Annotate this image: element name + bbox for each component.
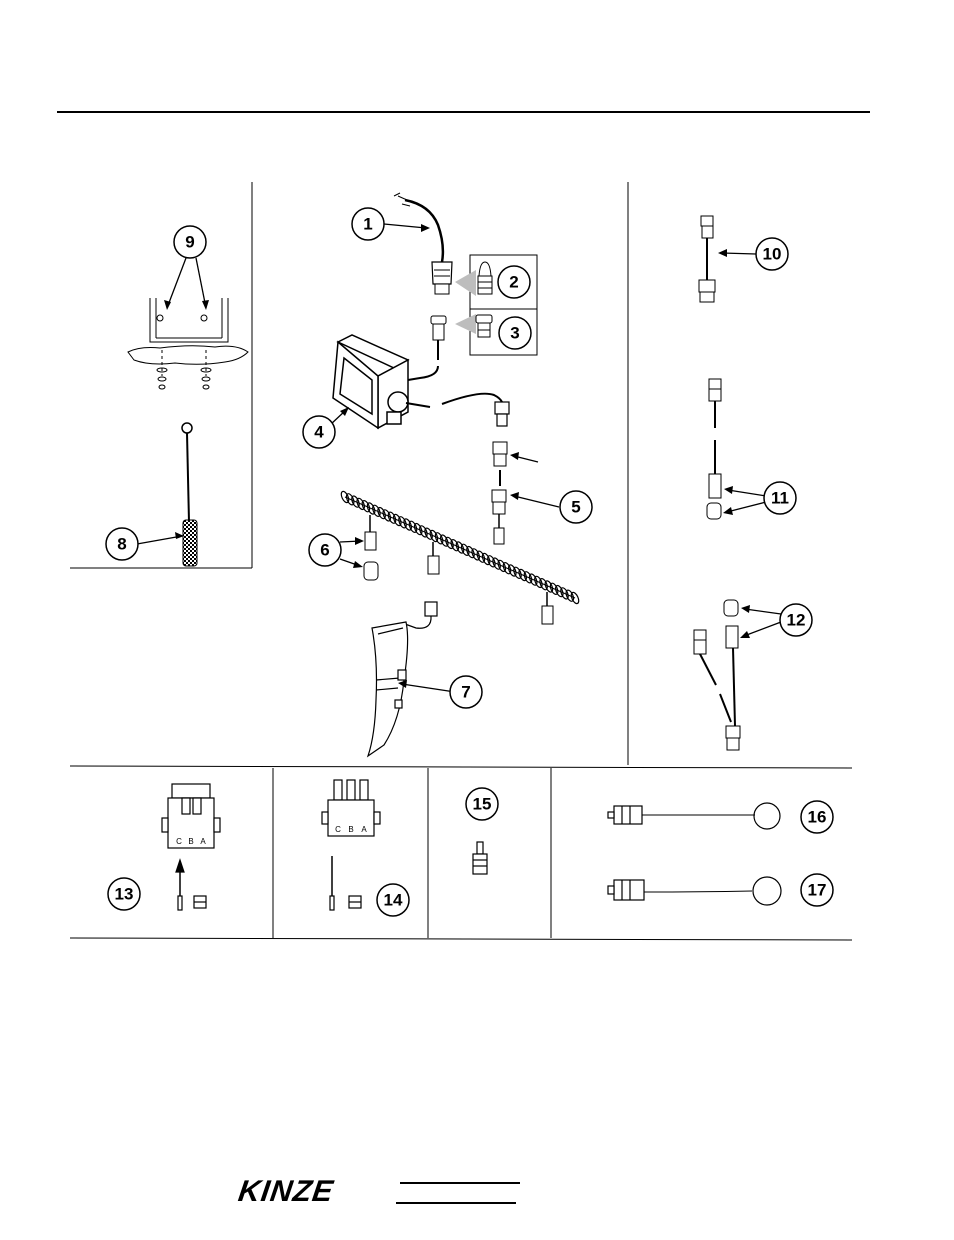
arrowhead-6a	[355, 537, 364, 545]
callout-8: 8	[106, 528, 138, 560]
callout-3: 3	[499, 317, 531, 349]
arrowhead-5b	[510, 492, 519, 500]
part-2-plug	[478, 262, 492, 294]
callout-1-number: 1	[363, 215, 372, 234]
part-15-terminal	[473, 842, 487, 874]
pin-14-b: B	[348, 825, 353, 834]
callout-2: 2	[498, 266, 530, 298]
kinze-logo-text: KINZE	[236, 1175, 336, 1208]
callout-10: 10	[756, 238, 788, 270]
callout-10-number: 10	[763, 245, 782, 264]
leader-8	[137, 536, 182, 544]
callout-5: 5	[560, 491, 592, 523]
callout-12: 12	[780, 604, 812, 636]
callout-7: 7	[450, 676, 482, 708]
callout-4: 4	[303, 416, 335, 448]
pointer-2	[455, 270, 476, 296]
callout-17: 17	[801, 874, 833, 906]
leader-11b	[727, 502, 766, 512]
part-8-tool	[182, 423, 197, 566]
part-6-plug	[364, 562, 378, 580]
callout-12-number: 12	[787, 611, 806, 630]
monitor-harness	[406, 394, 509, 426]
harness-drops	[365, 515, 553, 624]
callout-9: 9	[174, 226, 206, 258]
callout-1: 1	[352, 208, 384, 240]
callout-16: 16	[801, 801, 833, 833]
pin-14-a: A	[361, 825, 367, 834]
callout-17-number: 17	[808, 881, 827, 900]
callout-9-number: 9	[185, 233, 194, 252]
callout-14-number: 14	[384, 891, 403, 910]
arrowhead-11a	[724, 486, 733, 494]
callout-16-number: 16	[808, 808, 827, 827]
pin-14-c: C	[335, 825, 341, 834]
part-13-connector	[162, 784, 220, 910]
arrowhead-12a	[741, 605, 750, 613]
leader-7	[402, 684, 455, 692]
callout-4-number: 4	[314, 423, 324, 442]
part-5-connectors	[492, 442, 507, 544]
pin-13-b: B	[188, 837, 193, 846]
arrowhead-1	[421, 224, 430, 232]
part-3-cap	[476, 315, 492, 337]
callout-5-number: 5	[571, 498, 580, 517]
arrowhead-5a	[510, 452, 519, 460]
part-14-connector	[322, 780, 380, 910]
callout-11: 11	[764, 482, 796, 514]
arrowhead-9b	[202, 300, 209, 310]
part-9-mounting-bracket	[128, 298, 248, 389]
leader-11a	[728, 490, 766, 496]
callout-14: 14	[377, 884, 409, 916]
part-16-terminator	[608, 803, 780, 829]
part-7-seed-tube	[368, 602, 437, 756]
part-12-y-harness	[694, 600, 740, 750]
pointer-3	[455, 314, 476, 334]
callout-13-number: 13	[115, 885, 134, 904]
callout-8-number: 8	[117, 535, 126, 554]
pin-13-c: C	[176, 837, 182, 846]
leader-10	[722, 253, 756, 254]
callout-13: 13	[108, 878, 140, 910]
callout-3-number: 3	[510, 324, 519, 343]
arrowhead-6b	[353, 561, 363, 568]
callout-2-number: 2	[509, 273, 518, 292]
arrowhead-11b	[723, 507, 733, 515]
part-1-sensor-lead	[394, 193, 452, 294]
leader-5b	[514, 496, 559, 507]
leader-9b	[196, 258, 206, 308]
leader-1	[384, 224, 426, 228]
part-10-extension	[699, 216, 715, 302]
callout-7-number: 7	[461, 683, 470, 702]
callout-15: 15	[466, 788, 498, 820]
leader-9a	[167, 258, 186, 308]
arrowhead-12b	[740, 631, 750, 638]
part-11-extension	[707, 379, 721, 519]
pin-13-a: A	[200, 837, 206, 846]
callout-11-number: 11	[771, 489, 789, 508]
leader-12a	[745, 609, 781, 614]
callout-6: 6	[309, 534, 341, 566]
arrowhead-10	[718, 249, 727, 257]
callout-6-number: 6	[320, 541, 329, 560]
sensor-connector	[408, 316, 446, 380]
leader-12b	[744, 622, 781, 636]
callout-15-number: 15	[473, 795, 492, 814]
kinze-logo: KINZE	[236, 1175, 520, 1208]
part-17-terminator	[608, 877, 781, 905]
